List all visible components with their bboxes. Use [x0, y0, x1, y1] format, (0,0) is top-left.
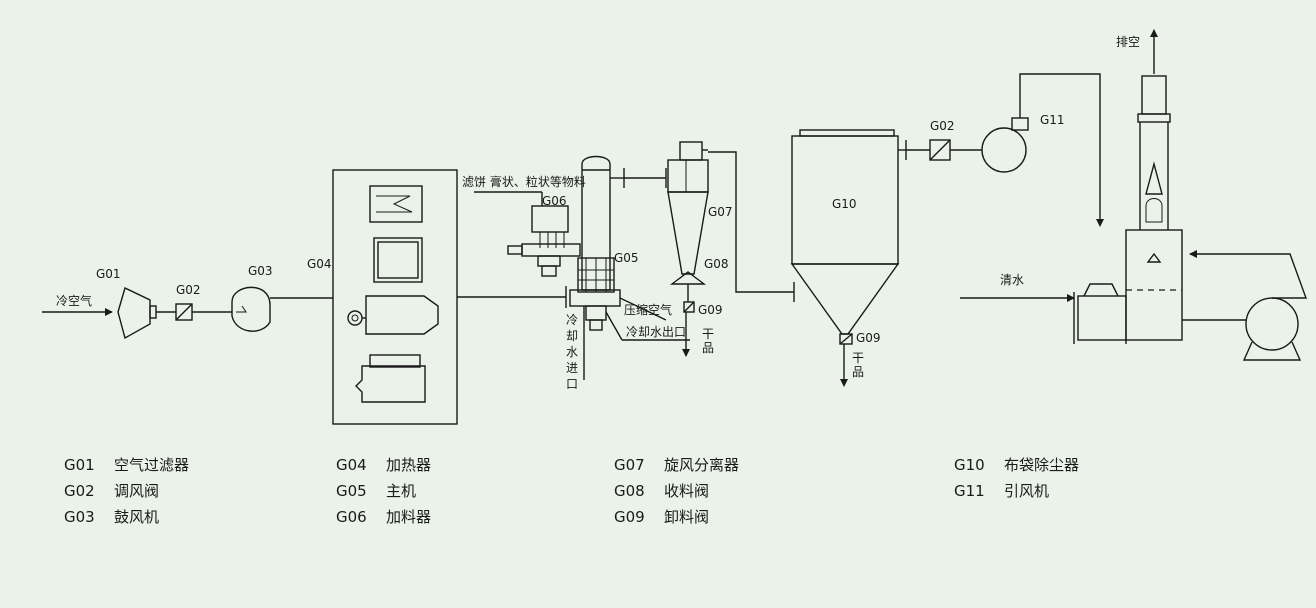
g04-heater [332, 169, 458, 425]
exhaust-label: 排空 [1116, 35, 1140, 49]
g08-label: G08 [704, 257, 729, 271]
scrubber-tank [1073, 229, 1183, 344]
dry-product-left-label: 干 品 [702, 327, 718, 355]
g10-bag-filter [790, 129, 907, 335]
g02-right-label: G02 [930, 119, 955, 133]
compressed-air-label: 压缩空气 [624, 302, 672, 317]
g02-damper-left [175, 303, 193, 321]
g05-main-dryer [565, 155, 625, 380]
clear-water-label: 清水 [1000, 273, 1024, 287]
g09-left-label: G09 [698, 303, 723, 317]
cold-air-label: 冷空气 [56, 293, 92, 308]
g02-damper-right [929, 139, 951, 161]
dry-product-right-label: 干 品 [852, 351, 868, 379]
feed-material-label: 滤饼 膏状、粒状等物料 [462, 174, 586, 189]
g01-label: G01 [96, 267, 121, 281]
g11-label: G11 [1040, 113, 1065, 127]
recirculation-pump [1182, 250, 1307, 361]
g09-discharge-valve-left [682, 301, 695, 357]
g05-label: G05 [614, 251, 639, 265]
g02-left-label: G02 [176, 283, 201, 297]
g09-right-label: G09 [856, 331, 881, 345]
g09-discharge-valve-right [839, 333, 853, 387]
g11-induced-draft-fan [981, 73, 1104, 227]
exhaust-stack [1137, 29, 1171, 230]
g08-receiving-valve [669, 271, 707, 302]
cooling-water-inlet-label: 冷 却 水 进 口 [566, 313, 582, 391]
g10-label: G10 [832, 197, 857, 211]
g03-blower [231, 286, 333, 332]
g01-air-filter [117, 287, 157, 340]
g06-label: G06 [542, 194, 567, 208]
g07-cyclone-separator [667, 141, 709, 275]
g03-label: G03 [248, 264, 273, 278]
process-flow-diagram: 冷空气 G01 G02 G03 G04 滤饼 膏状、粒状等物料 [42, 29, 1307, 425]
g07-label: G07 [708, 205, 733, 219]
cooling-water-outlet-label: 冷却水出口 [626, 325, 686, 339]
g04-label: G04 [307, 257, 332, 271]
g06-feeder [507, 205, 581, 277]
